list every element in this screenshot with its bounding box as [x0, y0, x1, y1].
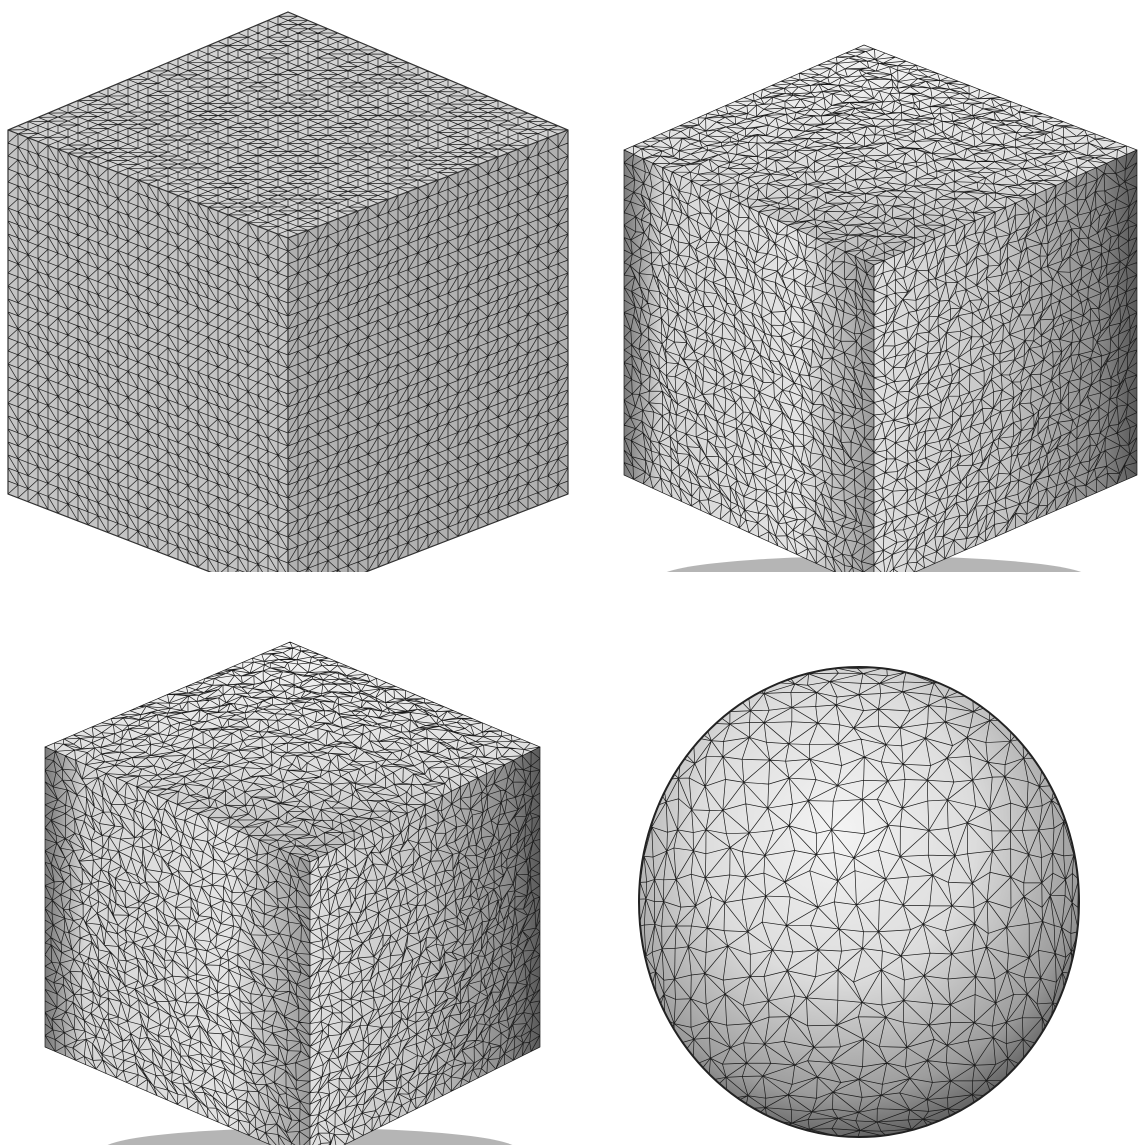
cube-mesh-panel [0, 0, 569, 572]
near-sphere-mesh-panel [569, 572, 1138, 1145]
perturbed-cube-mesh-panel [569, 0, 1138, 572]
rounded-cube-mesh-panel [0, 572, 569, 1145]
